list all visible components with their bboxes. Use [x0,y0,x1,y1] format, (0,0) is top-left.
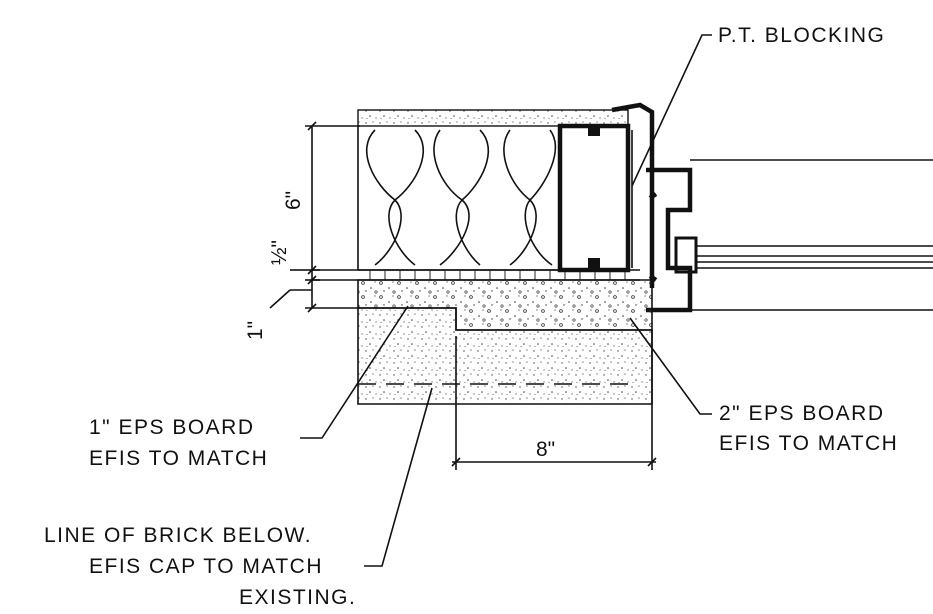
leader-eps-2in [629,317,712,415]
pt-blocking-member [557,123,633,273]
leader-eps-1in [300,305,409,439]
label-brick-line2: EFIS CAP TO MATCH [89,555,323,578]
leader-brick [364,387,433,567]
label-pt-blocking: P.T. BLOCKING [718,24,885,47]
batt-insulation [357,126,560,271]
label-eps2-line1: 2" EPS BOARD [719,402,885,425]
dimension-8in [451,330,657,470]
label-brick-line1: LINE OF BRICK BELOW. [44,524,312,547]
label-brick-line3: EXISTING. [239,586,356,609]
label-eps1-line2: EFIS TO MATCH [89,447,268,470]
dim-six-inch: 6" [282,191,305,210]
cap-flashing [611,102,655,288]
top-efis-layer [357,109,629,127]
dimension-left [269,121,360,313]
label-eps2-line2: EFIS TO MATCH [719,432,898,455]
dim-eight-inch: 8" [536,438,555,461]
window-frame [646,159,933,313]
leader-pt-blocking [631,34,712,187]
label-eps1-line1: 1" EPS BOARD [89,416,255,439]
dim-one-inch: 1" [244,321,267,340]
dim-half-inch: ½" [268,240,291,265]
